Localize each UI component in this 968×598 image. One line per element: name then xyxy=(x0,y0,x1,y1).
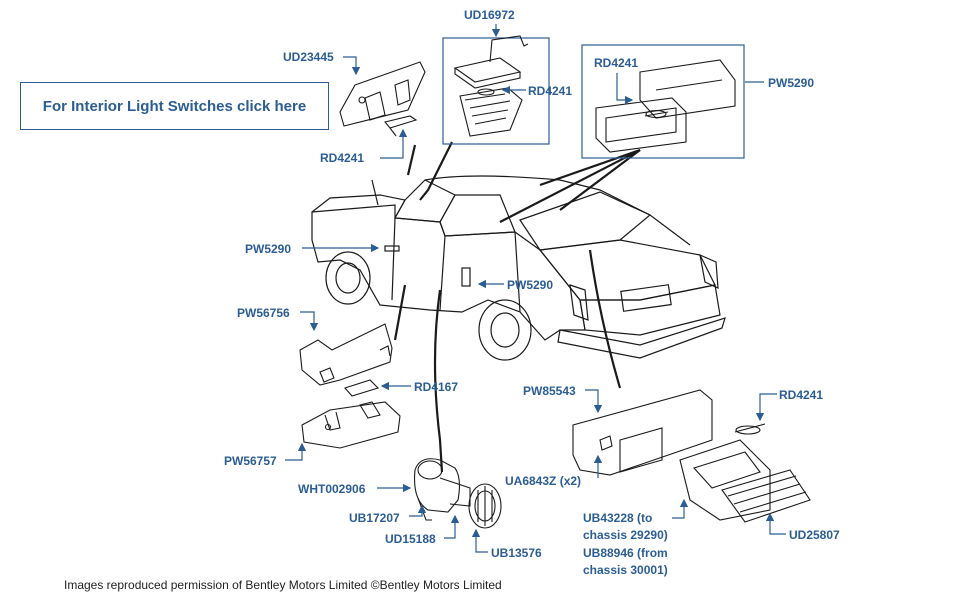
label-ub13576[interactable]: UB13576 xyxy=(491,546,542,560)
interior-light-switches-link[interactable]: For Interior Light Switches click here xyxy=(20,82,329,130)
label-pw56756[interactable]: PW56756 xyxy=(237,306,290,320)
copyright-credit: Images reproduced permission of Bentley … xyxy=(64,578,502,592)
label-ud15188[interactable]: UD15188 xyxy=(385,532,436,546)
label-rd4241-top-mid[interactable]: RD4241 xyxy=(528,84,573,98)
label-pw56757[interactable]: PW56757 xyxy=(224,454,277,468)
door-switch-drawing xyxy=(413,458,502,529)
label-ud23445[interactable]: UD23445 xyxy=(283,50,334,64)
ud23445-drawing xyxy=(339,61,426,137)
label-ud16972[interactable]: UD16972 xyxy=(464,8,515,22)
pw5290-lamp-drawing xyxy=(595,59,736,153)
label-pw5290-left[interactable]: PW5290 xyxy=(245,242,292,256)
label-pw5290-door[interactable]: PW5290 xyxy=(507,278,554,292)
pw56756-drawing xyxy=(299,323,401,449)
label-rd4167[interactable]: RD4167 xyxy=(414,380,459,394)
label-rd4241-top-right[interactable]: RD4241 xyxy=(594,56,639,70)
label-ub17207[interactable]: UB17207 xyxy=(349,511,400,525)
label-ud25807[interactable]: UD25807 xyxy=(789,528,840,542)
boot-lamp-drawing xyxy=(572,389,811,523)
label-ua6843z[interactable]: UA6843Z (x2) xyxy=(505,474,582,488)
ud16972-lamp-drawing xyxy=(453,35,529,137)
label-rd4241-bottom-right[interactable]: RD4241 xyxy=(779,388,824,402)
label-pw85543[interactable]: PW85543 xyxy=(523,384,576,398)
label-wht002906[interactable]: WHT002906 xyxy=(298,482,366,496)
label-ub88946[interactable]: UB88946 (from chassis 30001) xyxy=(583,546,668,577)
callout-lines xyxy=(393,141,641,473)
car-illustration xyxy=(311,175,726,361)
label-rd4241-left[interactable]: RD4241 xyxy=(320,151,365,165)
label-pointers xyxy=(285,24,786,553)
pw5290-frame xyxy=(581,44,745,159)
label-pw5290-top-right[interactable]: PW5290 xyxy=(768,76,815,90)
label-ub43228[interactable]: UB43228 (to chassis 29290) xyxy=(583,511,668,542)
ud16972-frame xyxy=(442,37,550,145)
